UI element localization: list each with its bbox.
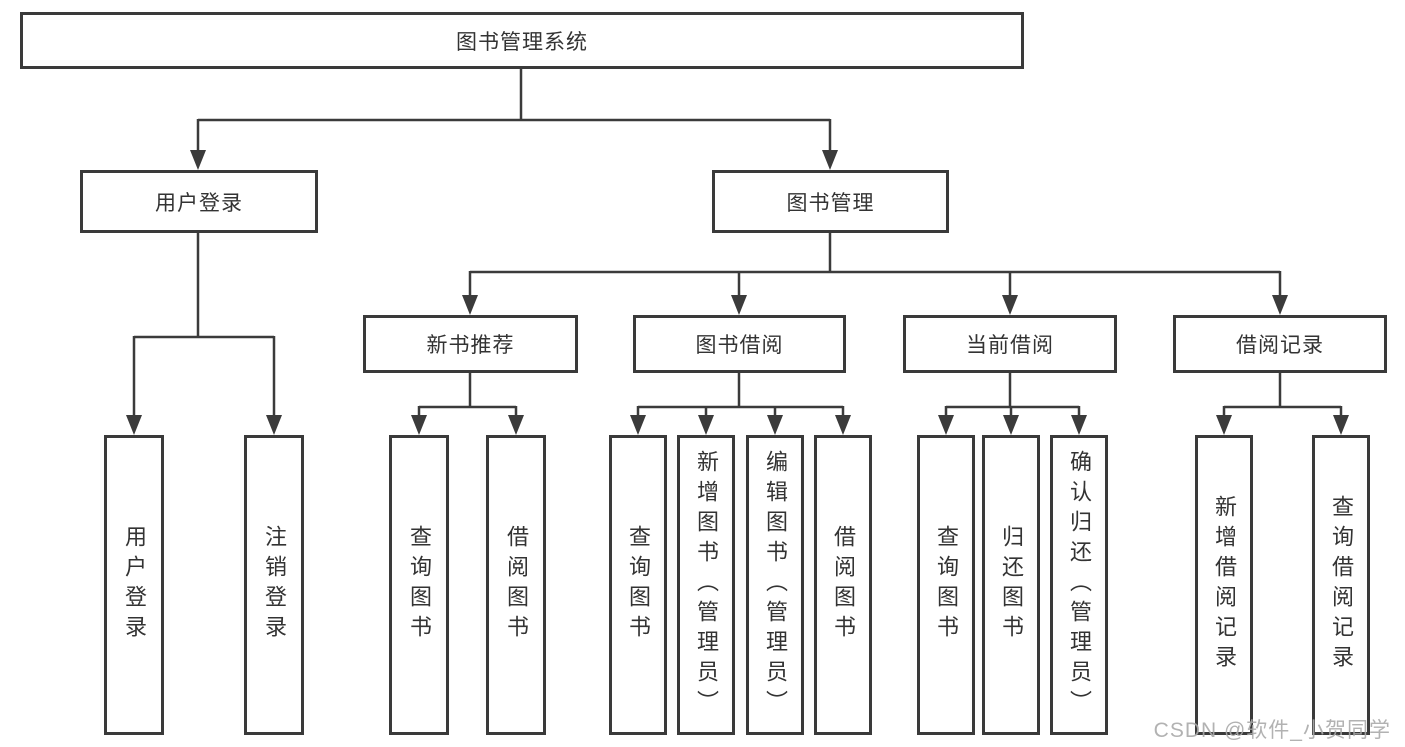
leaf-borrow-books: 借阅图书	[814, 435, 872, 735]
node-new-book-recommend: 新书推荐	[363, 315, 578, 373]
csdn-watermark: CSDN @软件_小贺同学	[1153, 719, 1391, 742]
leaf-label: 查询图书	[407, 525, 432, 645]
leaf-user-login: 用户登录	[104, 435, 164, 735]
leaf-confirm-return-admin: 确认归还（管理员）	[1050, 435, 1108, 735]
node-current-borrow: 当前借阅	[903, 315, 1117, 373]
leaf-label: 注销登录	[262, 525, 287, 645]
node-label: 当前借阅	[966, 334, 1054, 357]
leaf-add-books-admin: 新增图书（管理员）	[677, 435, 735, 735]
node-borrow-records: 借阅记录	[1173, 315, 1387, 373]
leaf-label: 编辑图书（管理员）	[763, 450, 788, 720]
leaf-edit-books-admin: 编辑图书（管理员）	[746, 435, 804, 735]
node-book-management: 图书管理	[712, 170, 949, 233]
leaf-label: 查询图书	[626, 525, 651, 645]
node-library-management-system: 图书管理系统	[20, 12, 1024, 69]
leaf-return-books: 归还图书	[982, 435, 1040, 735]
node-label: 用户登录	[155, 191, 243, 215]
leaf-label: 确认归还（管理员）	[1067, 450, 1092, 720]
node-label: 新书推荐	[426, 334, 515, 357]
leaf-query-borrow-record: 查询借阅记录	[1312, 435, 1370, 735]
leaf-logout: 注销登录	[244, 435, 304, 735]
leaf-label: 借阅图书	[831, 525, 856, 645]
leaf-label: 归还图书	[999, 525, 1024, 645]
node-label: 图书管理	[786, 191, 875, 215]
node-label: 图书管理系统	[456, 30, 588, 54]
leaf-label: 新增图书（管理员）	[694, 450, 719, 720]
leaf-query-books-borrow: 查询图书	[609, 435, 667, 735]
node-label: 借阅记录	[1236, 334, 1324, 357]
arrowheads	[126, 150, 1349, 435]
leaf-label: 用户登录	[122, 525, 147, 645]
node-user-login: 用户登录	[80, 170, 318, 233]
leaf-label: 查询图书	[934, 525, 959, 645]
node-label: 图书借阅	[695, 334, 784, 357]
leaf-borrow-books-recommend: 借阅图书	[486, 435, 546, 735]
leaf-label: 新增借阅记录	[1212, 495, 1237, 675]
leaf-label: 借阅图书	[504, 525, 529, 645]
leaf-add-borrow-record: 新增借阅记录	[1195, 435, 1253, 735]
leaf-query-books-current: 查询图书	[917, 435, 975, 735]
node-book-borrow: 图书借阅	[633, 315, 846, 373]
leaf-query-books-recommend: 查询图书	[389, 435, 449, 735]
leaf-label: 查询借阅记录	[1329, 495, 1354, 675]
